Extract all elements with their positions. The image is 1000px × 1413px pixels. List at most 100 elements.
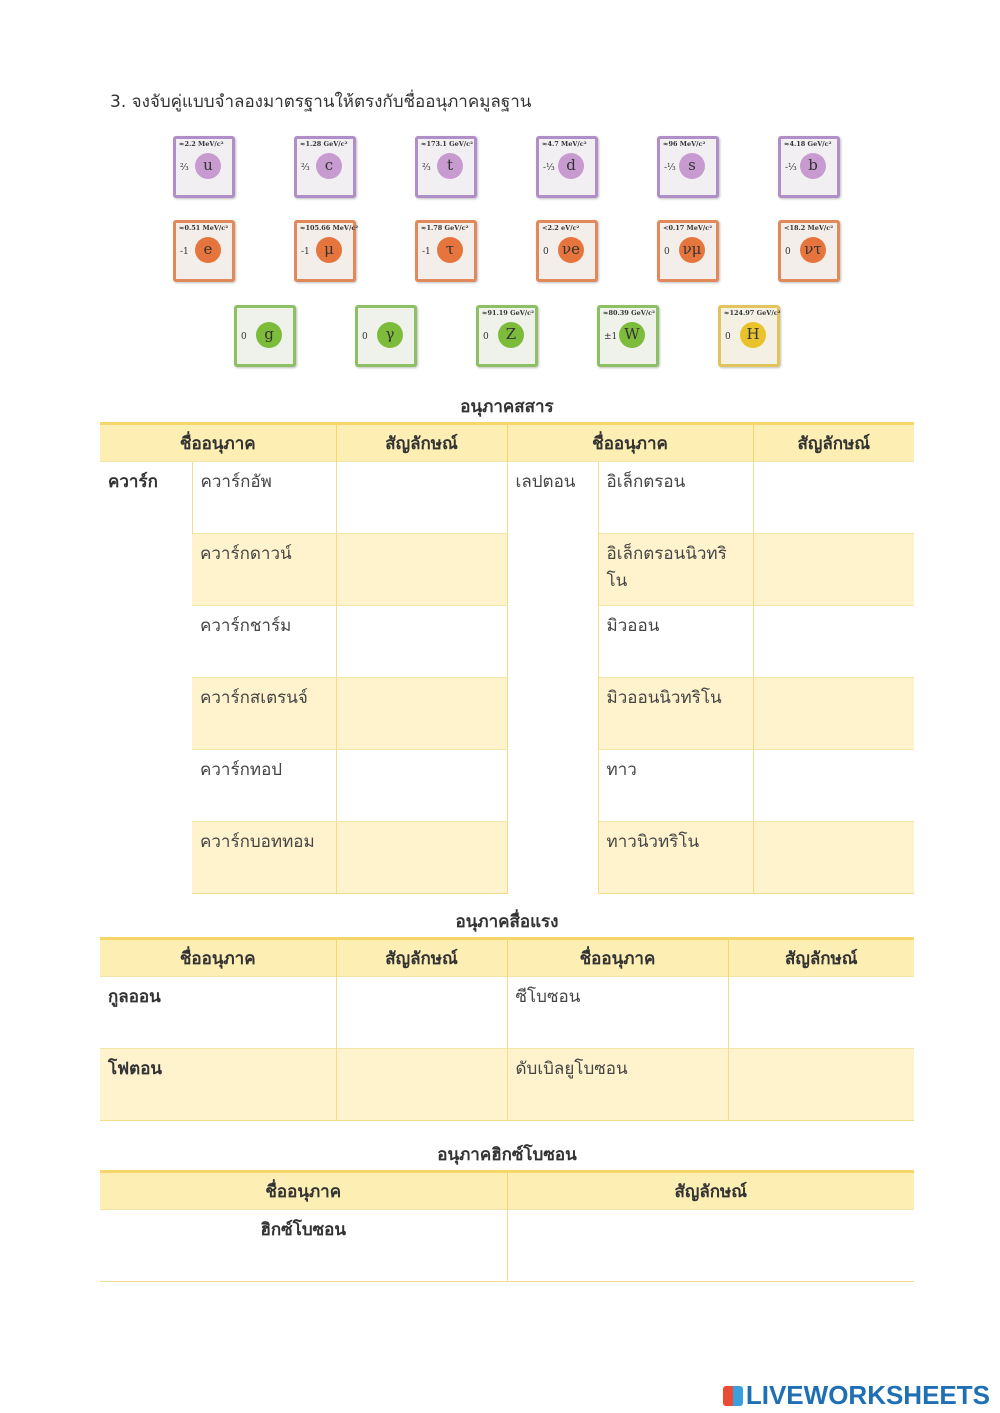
- card-symbol: Z: [498, 322, 524, 348]
- lepton-name: อิเล็กตรอนนิวทริโน: [597, 533, 754, 606]
- quark-name: ควาร์กสเตรนจ์: [192, 677, 337, 750]
- card-symbol: νμ: [679, 237, 705, 263]
- card-charge: -1: [180, 247, 189, 257]
- quark-symbol-answer[interactable]: [335, 821, 508, 894]
- card-mass: ≈96 MeV/c²: [663, 140, 706, 148]
- higgs-symbol-answer[interactable]: [506, 1209, 914, 1282]
- card-charge: 0: [664, 247, 670, 257]
- card-charge: 0: [725, 332, 731, 342]
- card-mass: ≈4.18 GeV/c²: [784, 140, 832, 148]
- card-charge: ⅔: [422, 163, 431, 173]
- w-boson-name: ดับเบิลยูโบซอน: [506, 1048, 728, 1121]
- lepton-symbol-answer[interactable]: [752, 821, 915, 894]
- card-charge: ⅔: [180, 163, 189, 173]
- card-symbol: W: [619, 322, 645, 348]
- card-symbol: s: [679, 153, 705, 179]
- higgs-title: อนุภาคฮิกซ์โบซอน: [437, 1145, 577, 1165]
- card-symbol: ντ: [800, 237, 826, 263]
- card-symbol: c: [316, 153, 342, 179]
- gluon-symbol-answer[interactable]: [335, 976, 507, 1049]
- photon-symbol-answer[interactable]: [335, 1048, 507, 1121]
- logo-icon: [722, 1386, 743, 1406]
- z-boson-name: ซีโบซอน: [506, 976, 728, 1049]
- quark-name: ควาร์กดาวน์: [192, 533, 337, 606]
- quark-name: ควาร์กอัพ: [191, 461, 337, 534]
- header-name-1: ชื่ออนุภาค: [100, 422, 337, 462]
- card-symbol: u: [195, 153, 221, 179]
- card-symbol: νe: [558, 237, 584, 263]
- card-charge: -1: [422, 247, 431, 257]
- card-symbol: e: [195, 237, 221, 263]
- card-charge: 0: [241, 332, 247, 342]
- card-symbol: b: [800, 153, 826, 179]
- card-symbol: γ: [377, 322, 403, 348]
- lepton-symbol-answer[interactable]: [752, 533, 915, 606]
- card-charge: 0: [785, 247, 791, 257]
- higgs-name: ฮิกซ์โบซอน: [100, 1209, 507, 1282]
- card-charge: ±1: [604, 332, 618, 342]
- quark-symbol-answer[interactable]: [335, 461, 508, 534]
- higgs-header-symbol: สัญลักษณ์: [506, 1170, 914, 1210]
- quark-symbol-answer[interactable]: [335, 749, 508, 822]
- card-mass: ≈1.78 GeV/c²: [421, 224, 469, 232]
- lepton-name: ทาว: [597, 749, 754, 822]
- force-header-symbol-1: สัญลักษณ์: [335, 937, 507, 977]
- card-mass: ≈2.2 MeV/c²: [179, 140, 224, 148]
- quark-symbol-answer[interactable]: [335, 533, 508, 606]
- card-charge: -1: [301, 247, 310, 257]
- lepton-group-label: เลปตอน: [506, 461, 599, 894]
- header-name-2: ชื่ออนุภาค: [506, 422, 754, 462]
- card-charge: -⅓: [785, 163, 797, 173]
- matter-table: ชื่ออนุภาค สัญลักษณ์ ชื่ออนุภาค สัญลักษณ…: [100, 422, 915, 894]
- card-mass: ≈91.19 GeV/c²: [482, 309, 534, 317]
- lepton-symbol-answer[interactable]: [752, 677, 915, 750]
- gluon-name: กูลออน: [100, 976, 336, 1049]
- liveworksheets-logo: LIVEWORKSHEETS: [722, 1380, 990, 1411]
- photon-name: โฟตอน: [100, 1048, 336, 1121]
- card-symbol: H: [740, 322, 766, 348]
- header-symbol-1: สัญลักษณ์: [335, 422, 508, 462]
- particle-card-νμ[interactable]: <0.17 MeV/c² 0 νμ: [657, 220, 719, 282]
- card-mass: ≈173.1 GeV/c²: [421, 140, 473, 148]
- quark-name: ควาร์กบอททอม: [192, 821, 337, 894]
- quark-symbol-answer[interactable]: [335, 677, 508, 750]
- card-mass: <0.17 MeV/c²: [663, 224, 713, 232]
- lepton-name: อิเล็กตรอน: [597, 461, 754, 534]
- card-symbol: μ: [316, 237, 342, 263]
- quark-symbol-answer[interactable]: [335, 605, 508, 678]
- particle-card-μ[interactable]: ≈105.66 MeV/c² -1 μ: [294, 220, 359, 282]
- card-charge: ⅔: [301, 163, 310, 173]
- higgs-table: ชื่ออนุภาค สัญลักษณ์ ฮิกซ์โบซอน: [100, 1170, 914, 1282]
- lepton-name: ทาวนิวทริโน: [597, 821, 754, 894]
- card-mass: ≈124.97 GeV/c²: [724, 309, 781, 317]
- quark-name: ควาร์กชาร์ม: [192, 605, 337, 678]
- force-title: อนุภาคสื่อแรง: [455, 912, 559, 932]
- w-boson-symbol-answer[interactable]: [727, 1048, 914, 1121]
- lepton-symbol-answer[interactable]: [752, 749, 915, 822]
- card-mass: ≈80.39 GeV/c²: [603, 309, 655, 317]
- matter-title: อนุภาคสสาร: [460, 397, 554, 417]
- header-symbol-2: สัญลักษณ์: [752, 422, 915, 462]
- lepton-name: มิวออนนิวทริโน: [597, 677, 754, 750]
- lepton-symbol-answer[interactable]: [752, 461, 915, 534]
- card-mass: ≈4.7 MeV/c²: [542, 140, 587, 148]
- force-header-name-1: ชื่ออนุภาค: [100, 937, 336, 977]
- card-mass: ≈105.66 MeV/c²: [300, 224, 359, 232]
- z-boson-symbol-answer[interactable]: [727, 976, 914, 1049]
- lepton-symbol-answer[interactable]: [752, 605, 915, 678]
